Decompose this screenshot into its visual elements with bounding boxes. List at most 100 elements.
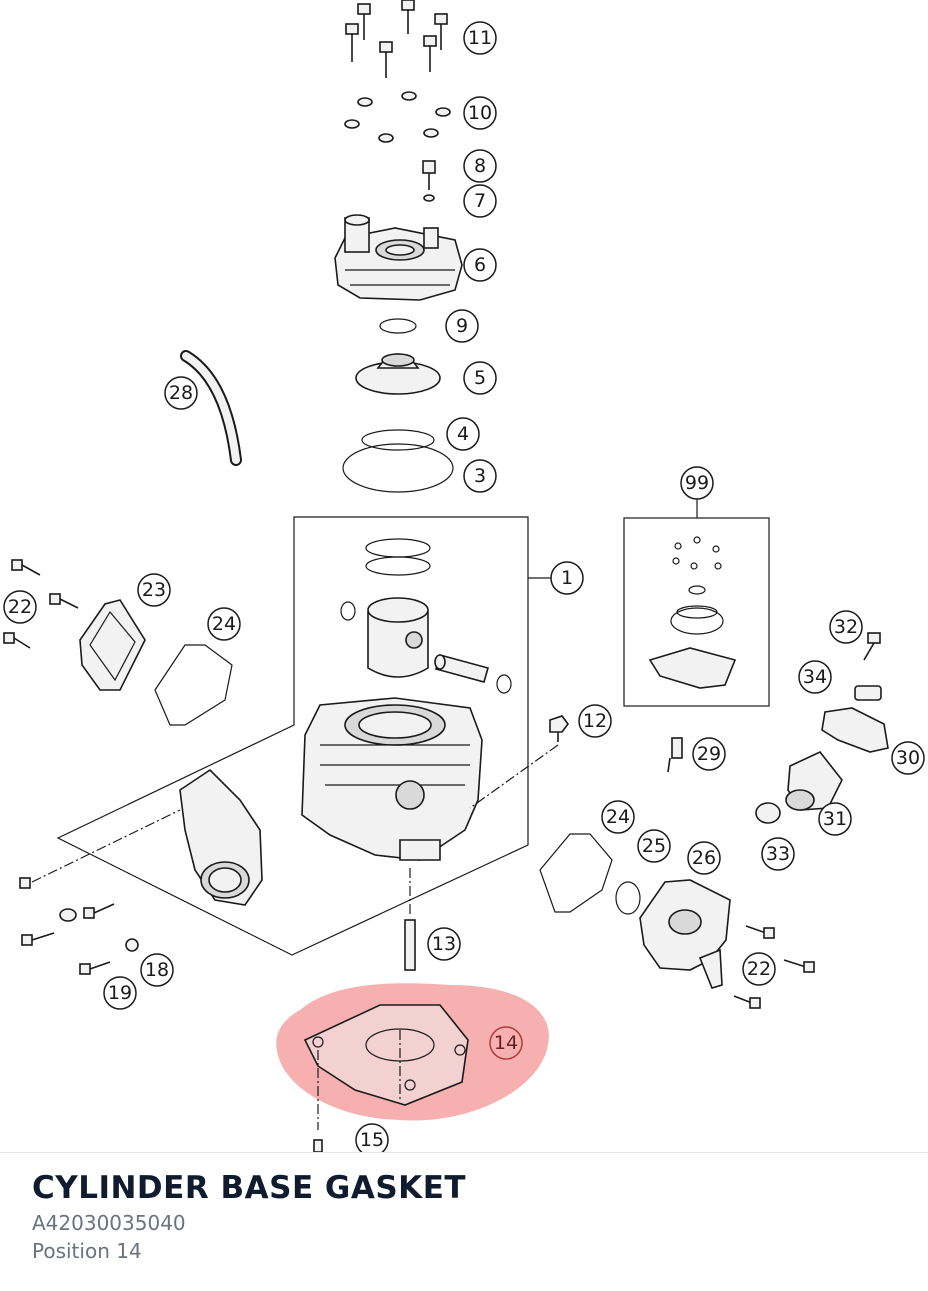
svg-text:13: 13	[432, 933, 456, 955]
cylinder-head[interactable]	[334, 214, 463, 301]
exhaust-valve-cover-left[interactable]	[79, 599, 146, 691]
svg-text:99: 99	[685, 472, 709, 494]
cap[interactable]	[755, 802, 781, 824]
intake-stub[interactable]	[785, 751, 843, 811]
svg-text:18: 18	[145, 959, 169, 981]
cover-bolts-left[interactable]	[3, 559, 79, 649]
callout-9[interactable]: 9	[445, 309, 479, 343]
callout-19[interactable]: 19	[103, 976, 137, 1010]
cylinder-base-gasket[interactable]	[303, 1004, 469, 1106]
callout-26[interactable]: 26	[687, 841, 721, 875]
svg-text:22: 22	[747, 958, 771, 980]
svg-text:19: 19	[108, 982, 132, 1004]
callout-32[interactable]: 32	[829, 610, 863, 644]
piston-rings[interactable]	[365, 538, 431, 576]
svg-text:7: 7	[474, 190, 486, 212]
callout-4[interactable]: 4	[446, 417, 480, 451]
callout-22-right[interactable]: 22	[742, 952, 776, 986]
svg-text:11: 11	[468, 27, 492, 49]
callout-18[interactable]: 18	[140, 953, 174, 987]
callout-13[interactable]: 13	[427, 927, 461, 961]
callout-1[interactable]: 1	[550, 561, 584, 595]
svg-text:9: 9	[456, 315, 468, 337]
callout-30[interactable]: 30	[891, 741, 925, 775]
cylinder-stud[interactable]	[404, 919, 416, 971]
o-ring-right[interactable]	[615, 881, 641, 915]
throttle-sensor[interactable]	[821, 707, 889, 753]
temp-sensor-screw[interactable]	[422, 160, 436, 202]
callout-24-right[interactable]: 24	[601, 800, 635, 834]
svg-text:1: 1	[561, 567, 573, 589]
exhaust-flange[interactable]	[179, 768, 263, 906]
callout-33[interactable]: 33	[761, 837, 795, 871]
callout-23[interactable]: 23	[137, 573, 171, 607]
piston-pin-clip[interactable]	[340, 601, 356, 621]
cover-gasket-left[interactable]	[154, 644, 233, 726]
part-position: Position 14	[32, 1239, 142, 1263]
cylinder-nut[interactable]	[549, 715, 569, 742]
dowel-pin[interactable]	[313, 1139, 323, 1152]
svg-text:4: 4	[457, 423, 469, 445]
piston-pin[interactable]	[434, 654, 489, 683]
svg-text:14: 14	[494, 1032, 518, 1054]
flange-bolts[interactable]	[19, 877, 139, 975]
callout-31[interactable]: 31	[818, 802, 852, 836]
callout-24-left[interactable]: 24	[207, 607, 241, 641]
cover-bolts-right[interactable]	[733, 925, 815, 1009]
svg-text:25: 25	[642, 835, 666, 857]
svg-text:23: 23	[142, 579, 166, 601]
exhaust-valve-cover-right[interactable]	[639, 879, 731, 989]
callout-99[interactable]: 99	[680, 466, 714, 500]
svg-text:12: 12	[583, 710, 607, 732]
callout-34[interactable]: 34	[798, 660, 832, 694]
svg-text:24: 24	[606, 806, 630, 828]
svg-text:29: 29	[697, 743, 721, 765]
svg-text:5: 5	[474, 367, 486, 389]
part-info-panel: CYLINDER BASE GASKET A42030035040 Positi…	[0, 1152, 928, 1291]
cylinder-o-ring-small[interactable]	[361, 429, 435, 451]
cylinder-kit-frame	[56, 516, 529, 956]
head-o-ring[interactable]	[379, 318, 417, 334]
callout-25[interactable]: 25	[637, 829, 671, 863]
head-insert[interactable]	[355, 353, 441, 395]
svg-text:26: 26	[692, 847, 716, 869]
svg-text:15: 15	[360, 1129, 384, 1151]
sensor-screw[interactable]	[863, 632, 881, 661]
callout-22-left[interactable]: 22	[3, 590, 37, 624]
callout-14[interactable]: 14	[489, 1026, 523, 1060]
svg-text:33: 33	[766, 843, 790, 865]
head-washers[interactable]	[344, 91, 451, 143]
cover-gasket-right[interactable]	[539, 833, 613, 913]
svg-text:3: 3	[474, 465, 486, 487]
svg-text:28: 28	[169, 382, 193, 404]
svg-text:30: 30	[896, 747, 920, 769]
callout-5[interactable]: 5	[463, 361, 497, 395]
callout-10[interactable]: 10	[463, 96, 497, 130]
svg-text:8: 8	[474, 155, 486, 177]
callout-8[interactable]: 8	[463, 149, 497, 183]
svg-text:24: 24	[212, 613, 236, 635]
callout-12[interactable]: 12	[578, 704, 612, 738]
sensor-pad[interactable]	[854, 685, 882, 701]
cylinder[interactable]	[301, 697, 483, 861]
gasket-kit-parts[interactable]	[648, 536, 737, 689]
cylinder-o-ring-large[interactable]	[342, 443, 454, 493]
callout-28[interactable]: 28	[164, 376, 198, 410]
svg-text:34: 34	[803, 666, 827, 688]
part-number: A42030035040	[32, 1211, 186, 1235]
head-bolts[interactable]	[345, 0, 448, 78]
callout-3[interactable]: 3	[463, 459, 497, 493]
temperature-sensor[interactable]	[667, 737, 683, 773]
svg-text:22: 22	[8, 596, 32, 618]
callout-11[interactable]: 11	[463, 21, 497, 55]
svg-text:31: 31	[823, 808, 847, 830]
svg-text:32: 32	[834, 616, 858, 638]
callout-6[interactable]: 6	[463, 248, 497, 282]
callout-29[interactable]: 29	[692, 737, 726, 771]
svg-text:6: 6	[474, 254, 486, 276]
piston[interactable]	[367, 597, 429, 678]
svg-text:10: 10	[468, 102, 492, 124]
callout-15[interactable]: 15	[355, 1123, 389, 1152]
exploded-parts-diagram: 11 10 8 7 6 9 5 4 3 28 99 1 23 24 22 12 …	[3, 0, 925, 1152]
callout-7[interactable]: 7	[463, 184, 497, 218]
